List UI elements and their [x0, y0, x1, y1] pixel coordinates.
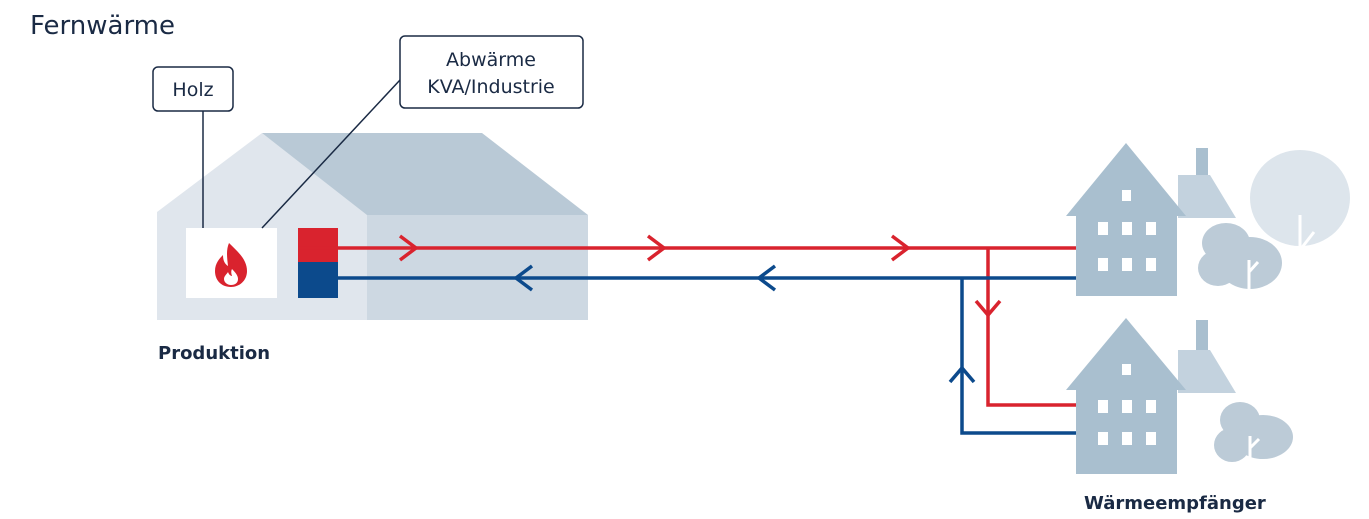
fire-icon [215, 243, 247, 287]
return-arrow-2 [756, 264, 777, 292]
produktion-label: Produktion [158, 343, 270, 364]
supply-arrow-1 [398, 234, 419, 262]
supply-arrow-down [974, 299, 1002, 318]
holz-box [152, 66, 234, 112]
house-lower [1066, 318, 1236, 474]
holz-label: Holz [172, 79, 213, 101]
building-side-wall [367, 215, 588, 320]
abwaerme-connector [261, 79, 401, 229]
abwaerme-label-line1: Abwärme [446, 49, 536, 71]
tree-lower [1214, 402, 1293, 462]
supply-arrow-2 [646, 234, 667, 262]
production-building [157, 133, 588, 320]
supply-arrow-3 [890, 234, 911, 262]
waermeempfaenger-label: Wärmeempfänger [1084, 493, 1266, 514]
return-arrow-1 [513, 264, 534, 292]
return-pipe [298, 276, 1076, 435]
house-upper [1066, 143, 1236, 296]
tree-upper [1198, 223, 1282, 290]
tree-large [1250, 150, 1350, 296]
abwaerme-label-line2: KVA/Industrie [427, 76, 555, 98]
heat-store-cold [298, 262, 338, 298]
abwaerme-box [399, 35, 584, 109]
building-roof [262, 133, 588, 215]
diagram-title: Fernwärme [30, 11, 175, 41]
supply-pipe [298, 246, 1076, 407]
return-arrow-up [948, 365, 976, 384]
heat-store-hot [298, 228, 338, 262]
